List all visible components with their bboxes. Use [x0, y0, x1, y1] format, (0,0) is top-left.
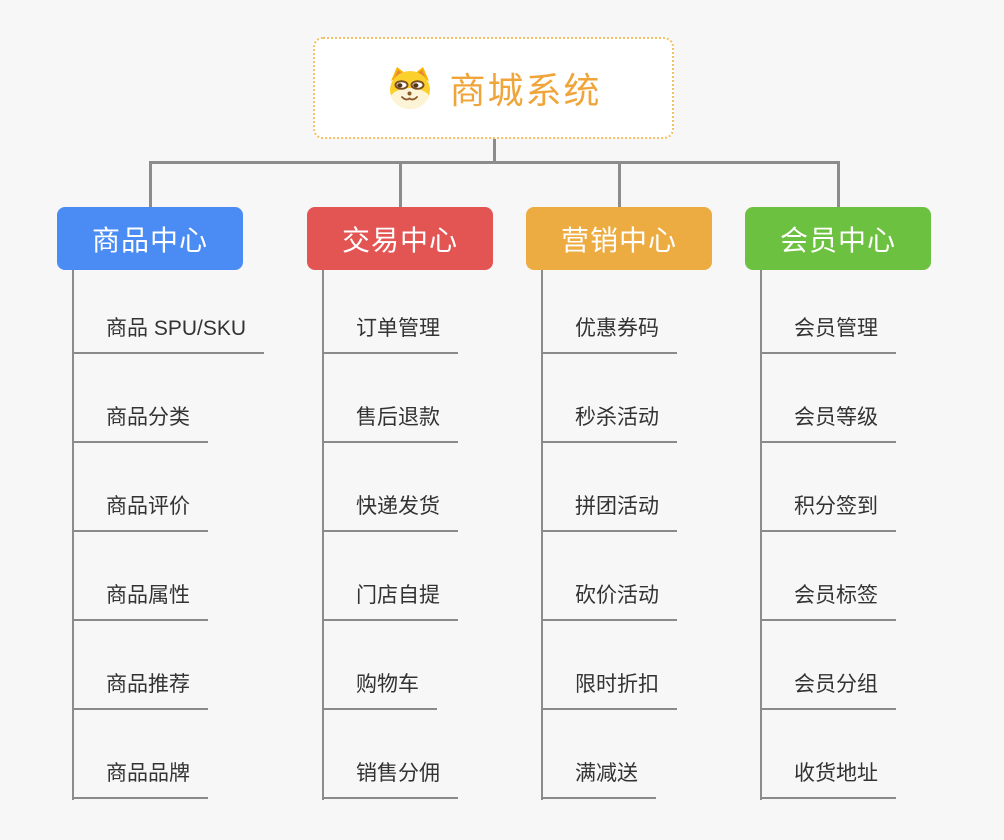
leaf-node[interactable]: 商品属性 — [72, 582, 208, 621]
leaf-node[interactable]: 拼团活动 — [541, 493, 677, 532]
leaf-column-transaction: 订单管理 售后退款 快递发货 门店自提 购物车 销售分佣 — [322, 315, 458, 840]
leaf-node[interactable]: 门店自提 — [322, 582, 458, 621]
branch-label: 会员中心 — [779, 224, 896, 256]
leaf-node[interactable]: 优惠券码 — [541, 315, 677, 354]
connector-drop-member — [837, 161, 840, 208]
leaf-node[interactable]: 销售分佣 — [322, 760, 458, 799]
leaf-node[interactable]: 砍价活动 — [541, 582, 677, 621]
connector-root-stem — [493, 139, 496, 163]
branch-label: 营销中心 — [560, 224, 677, 256]
connector-trunk-product — [72, 270, 74, 800]
leaf-node[interactable]: 秒杀活动 — [541, 404, 677, 443]
leaf-node[interactable]: 积分签到 — [760, 493, 896, 532]
leaf-node[interactable]: 商品推荐 — [72, 671, 208, 710]
leaf-node[interactable]: 快递发货 — [322, 493, 458, 532]
connector-trunk-marketing — [541, 270, 543, 800]
connector-horizontal-bus — [149, 161, 840, 164]
leaf-node[interactable]: 商品 SPU/SKU — [72, 315, 265, 354]
leaf-node[interactable]: 商品品牌 — [72, 760, 208, 799]
branch-node-product-center[interactable]: 商品中心 — [57, 207, 243, 270]
leaf-node[interactable]: 售后退款 — [322, 404, 458, 443]
connector-trunk-member — [760, 270, 762, 800]
root-node[interactable]: 商城系统 — [313, 37, 674, 139]
branch-label: 交易中心 — [341, 224, 458, 256]
branch-label: 商品中心 — [91, 224, 208, 256]
branch-node-marketing-center[interactable]: 营销中心 — [526, 207, 712, 270]
connector-trunk-transaction — [322, 270, 324, 800]
leaf-column-member: 会员管理 会员等级 积分签到 会员标签 会员分组 收货地址 — [760, 315, 896, 840]
leaf-node[interactable]: 商品分类 — [72, 404, 208, 443]
connector-drop-product — [149, 161, 152, 208]
leaf-node[interactable]: 商品评价 — [72, 493, 208, 532]
leaf-column-product: 商品 SPU/SKU 商品分类 商品评价 商品属性 商品推荐 商品品牌 — [72, 315, 265, 840]
leaf-node[interactable]: 限时折扣 — [541, 671, 677, 710]
leaf-node[interactable]: 满减送 — [541, 760, 656, 799]
leaf-node[interactable]: 会员等级 — [760, 404, 896, 443]
leaf-column-marketing: 优惠券码 秒杀活动 拼团活动 砍价活动 限时折扣 满减送 — [541, 315, 677, 840]
root-title: 商城系统 — [449, 70, 602, 111]
branch-node-transaction-center[interactable]: 交易中心 — [307, 207, 493, 270]
leaf-node[interactable]: 订单管理 — [322, 315, 458, 354]
leaf-node[interactable]: 会员管理 — [760, 315, 896, 354]
connector-drop-transaction — [399, 161, 402, 208]
connector-drop-marketing — [618, 161, 621, 208]
doge-icon — [390, 67, 431, 109]
branch-node-member-center[interactable]: 会员中心 — [745, 207, 931, 270]
leaf-node[interactable]: 会员分组 — [760, 671, 896, 710]
leaf-node[interactable]: 会员标签 — [760, 582, 896, 621]
leaf-node[interactable]: 购物车 — [322, 671, 437, 710]
leaf-node[interactable]: 收货地址 — [760, 760, 896, 799]
